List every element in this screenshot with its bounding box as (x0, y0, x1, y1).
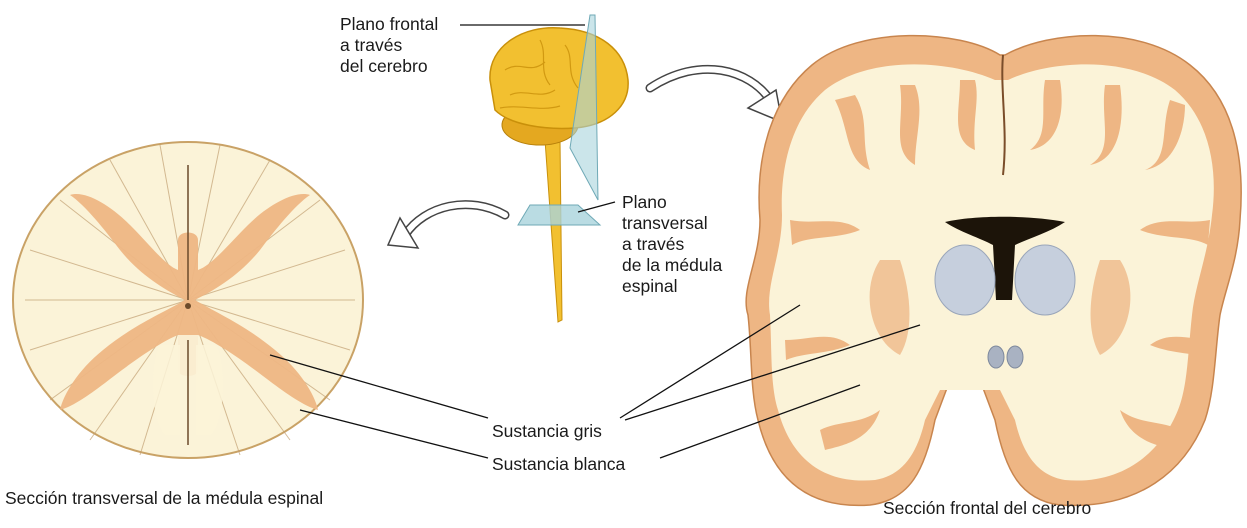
label-transverse-plane-line-5: espinal (622, 276, 722, 297)
label-transverse-plane-line-1: Plano (622, 192, 722, 213)
label-transverse-plane: Plano transversal a través de la médula … (622, 192, 722, 297)
central-canal (185, 303, 191, 309)
spinal-cord-3d (545, 140, 562, 322)
caption-brain: Sección frontal del cerebro (883, 498, 1091, 519)
caption-spinal-cord: Sección transversal de la médula espinal (5, 488, 323, 509)
label-transverse-plane-line-4: de la médula (622, 255, 722, 276)
label-gray-matter: Sustancia gris (492, 421, 602, 442)
leader-transverse-plane (578, 202, 615, 212)
cerebrum-3d (490, 28, 628, 129)
thalamus-right (1015, 245, 1075, 315)
label-frontal-plane-line-1: Plano frontal (340, 14, 438, 35)
label-frontal-plane: Plano frontal a través del cerebro (340, 14, 438, 77)
thalamus-left (935, 245, 995, 315)
brain-3d-illustration (490, 15, 628, 322)
brain-frontal-section (746, 36, 1241, 506)
arrow-to-spinal-section (388, 205, 505, 248)
label-transverse-plane-line-2: transversal (622, 213, 722, 234)
spinal-cord-section (13, 142, 363, 458)
label-transverse-plane-line-3: a través (622, 234, 722, 255)
label-white-matter: Sustancia blanca (492, 454, 625, 475)
label-frontal-plane-line-2: a través (340, 35, 438, 56)
arrow-to-brain-section (650, 69, 782, 122)
label-frontal-plane-line-3: del cerebro (340, 56, 438, 77)
leader-white-spinal (300, 410, 488, 458)
transverse-plane (518, 205, 600, 225)
